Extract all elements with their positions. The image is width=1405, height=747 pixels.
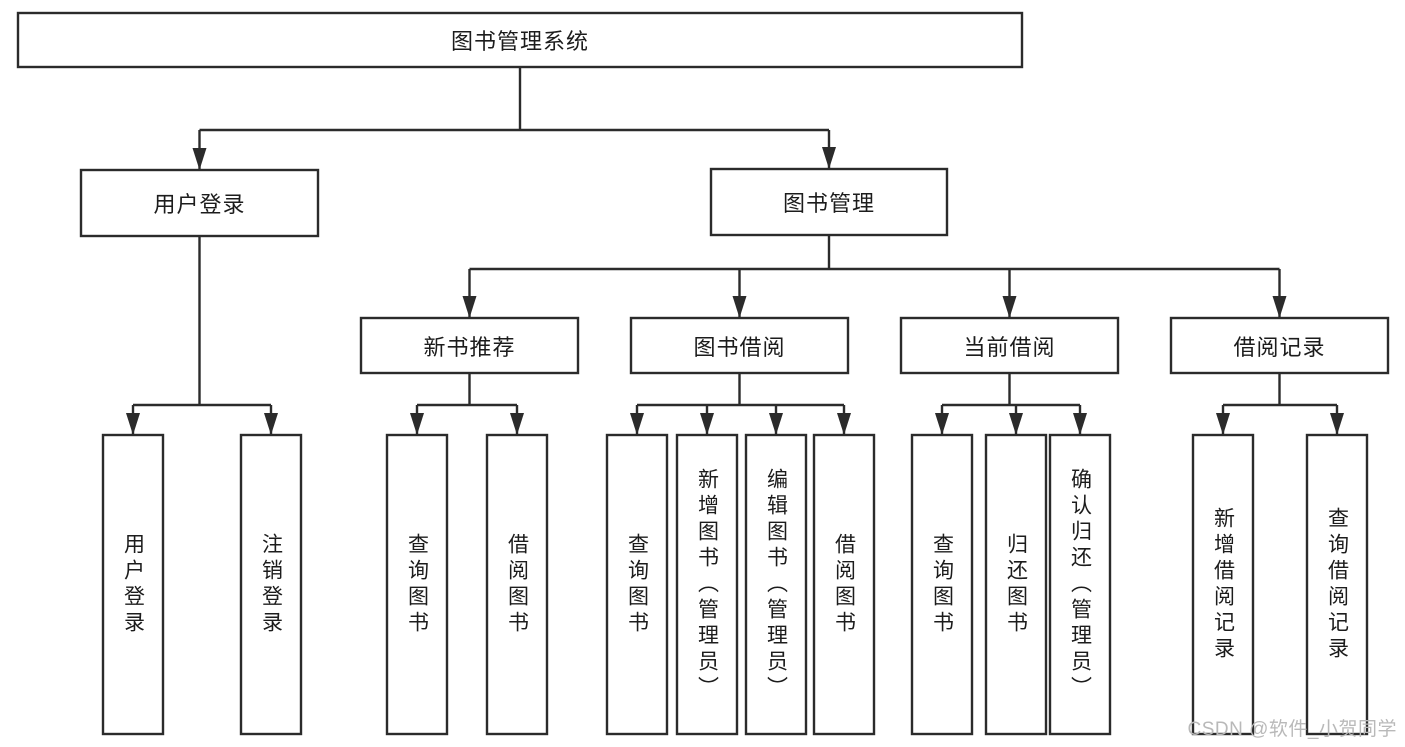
bookmgmt-to-level3-arrow: [462, 296, 477, 318]
node-leaf-user-logout[interactable]: [239, 433, 303, 736]
node-leaf-query-book-bb[interactable]: [605, 433, 669, 736]
userlogin-to-leaves-arrow: [264, 413, 278, 435]
bookmgmt-to-level3-arrow: [1002, 296, 1017, 318]
borrowrecord-to-leaves-arrow: [1216, 413, 1230, 435]
bookmgmt-to-level3-arrow: [1272, 296, 1287, 318]
node-leaf-query-book-cb[interactable]: [910, 433, 974, 736]
node-borrow-record[interactable]: [1169, 316, 1390, 375]
node-current-borrow[interactable]: [899, 316, 1120, 375]
node-book-management[interactable]: [709, 167, 949, 237]
bookborrow-to-leaves-arrow: [630, 413, 644, 435]
currentborrow-to-leaves-arrow: [1073, 413, 1087, 435]
node-leaf-borrow-book-nb[interactable]: [485, 433, 549, 736]
bookborrow-to-leaves-arrow: [837, 413, 851, 435]
newbook-to-leaves-arrow: [510, 413, 524, 435]
node-leaf-return-book[interactable]: [984, 433, 1048, 736]
node-leaf-query-book-nb[interactable]: [385, 433, 449, 736]
node-user-login[interactable]: [79, 168, 320, 238]
bookborrow-to-leaves-arrow: [769, 413, 783, 435]
node-leaf-confirm-return[interactable]: [1048, 433, 1112, 736]
borrowrecord-to-leaves-arrow: [1330, 413, 1344, 435]
node-root-root[interactable]: [16, 11, 1024, 69]
currentborrow-to-leaves-arrow: [1009, 413, 1023, 435]
root-to-level2-arrow: [822, 147, 836, 169]
node-leaf-add-record[interactable]: [1191, 433, 1255, 736]
node-leaf-add-book[interactable]: [675, 433, 739, 736]
node-leaf-edit-book[interactable]: [744, 433, 808, 736]
root-to-level2-arrow: [192, 148, 207, 170]
newbook-to-leaves-arrow: [410, 413, 424, 435]
userlogin-to-leaves-arrow: [126, 413, 140, 435]
node-leaf-query-record[interactable]: [1305, 433, 1369, 736]
node-leaf-user-login[interactable]: [101, 433, 165, 736]
bookmgmt-to-level3-arrow: [732, 296, 747, 318]
node-leaf-borrow-book-bb[interactable]: [812, 433, 876, 736]
bookborrow-to-leaves-arrow: [700, 413, 714, 435]
node-book-borrow[interactable]: [629, 316, 850, 375]
currentborrow-to-leaves-arrow: [935, 413, 949, 435]
node-new-book-recommend[interactable]: [359, 316, 580, 375]
